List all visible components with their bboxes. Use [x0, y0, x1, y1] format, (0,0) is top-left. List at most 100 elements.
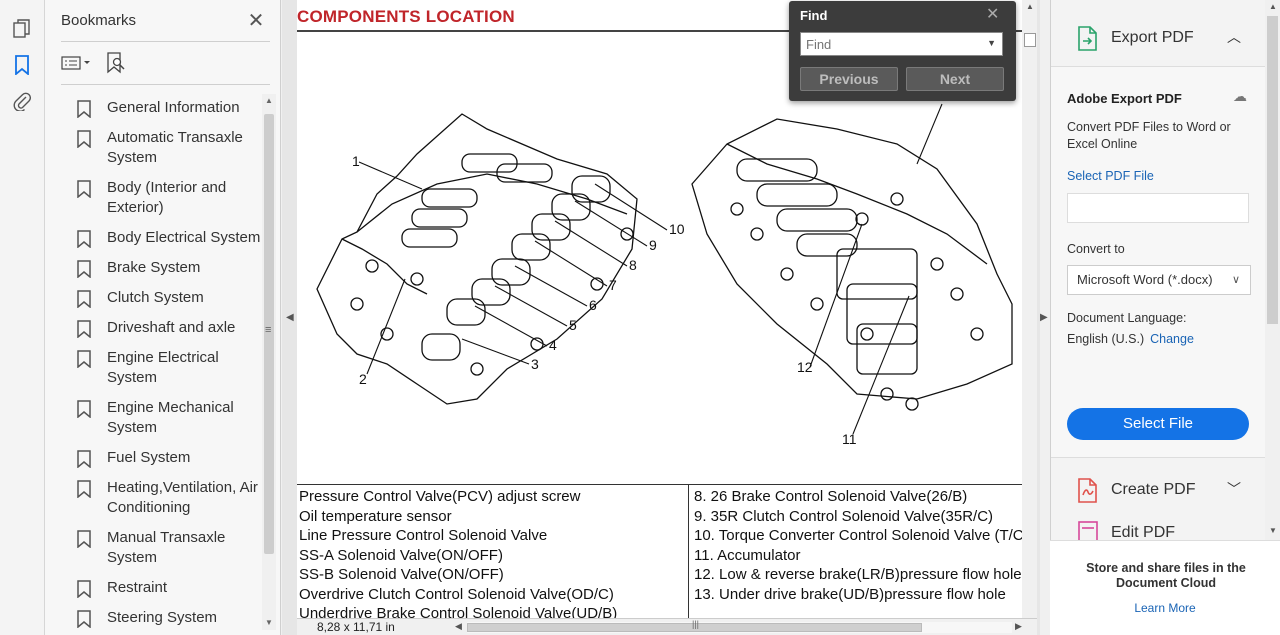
close-icon[interactable]: ✕ [986, 6, 1000, 23]
select-file-button[interactable]: Select File [1067, 408, 1249, 440]
bookmark-label: Fuel System [107, 449, 191, 466]
bookmark-item[interactable]: General Information [71, 94, 271, 124]
scroll-up-icon[interactable]: ▲ [1269, 2, 1277, 11]
find-dialog: Find ✕ ▼ Previous Next [789, 1, 1016, 101]
scroll-down-icon[interactable]: ▼ [265, 618, 273, 627]
collapse-right-icon[interactable]: ▶ [1040, 312, 1048, 323]
scroll-up-icon[interactable]: ▲ [265, 96, 273, 105]
legend-row: 13. Under drive brake(UD/B)pressure flow… [694, 585, 1006, 603]
bookmark-item[interactable]: Body (Interior and Exterior) [71, 174, 271, 224]
bookmark-icon [77, 260, 91, 278]
tool-create-pdf[interactable]: Create PDF ﹀ [1051, 466, 1266, 510]
legend-table: Pressure Control Valve(PCV) adjust screw… [297, 484, 1022, 618]
bookmark-label: Steering System [107, 609, 218, 626]
page-size-readout: 8,28 x 11,71 in [317, 620, 395, 634]
chevron-up-icon[interactable]: ︿ [1227, 29, 1241, 45]
panel-resize-grip-icon[interactable]: ≡ [265, 324, 272, 336]
select-pdf-file-link[interactable]: Select PDF File [1067, 169, 1154, 183]
find-input[interactable] [801, 33, 981, 55]
bookmark-label: Body Electrical System [107, 229, 261, 246]
bookmark-item[interactable]: Heating,Ventilation, Air Conditioning [71, 474, 271, 524]
export-pdf-panel: Adobe Export PDF ☁ Convert PDF Files to … [1051, 66, 1266, 458]
bookmark-item[interactable]: Restraint [71, 574, 271, 604]
scroll-grip-icon: ||| [692, 619, 700, 629]
scroll-up-icon[interactable]: ▲ [1026, 2, 1034, 11]
tool-edit-pdf[interactable]: Edit PDF [1051, 511, 1266, 540]
bookmark-scrollbar[interactable]: ▲ ▼ [262, 94, 276, 630]
divider [688, 485, 689, 618]
callout-label: 5 [569, 317, 577, 333]
format-select[interactable]: Microsoft Word (*.docx) ∨ [1067, 265, 1251, 295]
callout-label: 8 [629, 257, 637, 273]
bookmark-toolbar [61, 52, 127, 76]
pages-icon[interactable] [11, 18, 33, 40]
document-cloud-promo: Store and share files in the Document Cl… [1050, 540, 1280, 635]
accumulator-stack [836, 248, 918, 375]
find-bookmark-icon[interactable] [105, 52, 127, 74]
close-icon[interactable]: ✕ [247, 10, 265, 32]
scroll-thumb[interactable] [264, 114, 274, 554]
callout-label: 10 [669, 221, 685, 237]
callout-label: 12 [797, 359, 813, 375]
bookmark-item[interactable]: Brake System [71, 254, 271, 284]
horizontal-scrollbar[interactable]: ◀ ||| ▶ [455, 619, 1022, 633]
edit-pdf-label: Edit PDF [1111, 524, 1176, 540]
bookmark-label: Driveshaft and axle [107, 319, 236, 336]
bookmark-item[interactable]: Body Electrical System [71, 224, 271, 254]
bookmark-label: Clutch System [107, 289, 204, 306]
page-title: COMPONENTS LOCATION [297, 7, 515, 26]
chevron-down-icon[interactable]: ﹀ [1227, 481, 1241, 497]
solenoid-row [421, 175, 611, 361]
previous-button[interactable]: Previous [800, 67, 898, 91]
bookmark-panel-icon[interactable] [11, 54, 33, 76]
bookmark-item[interactable]: Clutch System [71, 284, 271, 314]
bookmark-icon [77, 130, 91, 148]
tools-pane: Export PDF ︿ Adobe Export PDF ☁ Convert … [1050, 0, 1266, 635]
bookmark-item[interactable]: Engine Electrical System [71, 344, 271, 394]
legend-row: SS-A Solenoid Valve(ON/OFF) [299, 546, 503, 564]
chevron-down-icon[interactable]: ▼ [987, 38, 996, 48]
pdf-file-field[interactable] [1067, 193, 1249, 223]
tools-scrollbar[interactable]: ▲ ▼ [1265, 0, 1280, 540]
bookmark-item[interactable]: Manual Transaxle System [71, 524, 271, 574]
scroll-right-icon[interactable]: ▶ [1015, 621, 1022, 631]
document-scrollbar[interactable]: ▲ [1022, 0, 1037, 618]
document-cloud-text: Store and share files in the Document Cl… [1086, 561, 1246, 590]
create-pdf-icon [1077, 478, 1099, 504]
bookmark-item[interactable]: Engine Mechanical System [71, 394, 271, 444]
edit-pdf-icon [1077, 521, 1099, 540]
attachment-icon[interactable] [11, 90, 33, 112]
bookmark-label: Manual Transaxle System [107, 529, 226, 566]
export-pdf-label: Export PDF [1111, 29, 1194, 46]
bookmark-item[interactable]: Driveshaft and axle [71, 314, 271, 344]
collapse-left-icon[interactable]: ◀ [286, 312, 294, 323]
scroll-left-icon[interactable]: ◀ [455, 621, 462, 631]
next-button[interactable]: Next [906, 67, 1004, 91]
legend-right-column: 8. 26 Brake Control Solenoid Valve(26/B)… [694, 487, 1022, 604]
callout-label: 11 [842, 431, 857, 447]
bookmark-item[interactable]: Fuel System [71, 444, 271, 474]
bookmark-item[interactable]: Steering System [71, 604, 271, 629]
legend-row: 10. Torque Converter Control Solenoid Va… [694, 527, 1022, 544]
learn-more-link[interactable]: Learn More [1134, 601, 1196, 615]
bookmark-label: Engine Electrical System [107, 349, 219, 386]
bookmark-label: General Information [107, 99, 240, 116]
document-page: COMPONENTS LOCATION [297, 0, 1022, 618]
tool-export-pdf[interactable]: Export PDF ︿ [1051, 14, 1266, 58]
find-title: Find [800, 8, 828, 23]
scroll-thumb[interactable] [467, 623, 922, 632]
bookmark-label: Heating,Ventilation, Air Conditioning [107, 479, 258, 516]
scroll-thumb[interactable] [1267, 16, 1278, 324]
scroll-down-icon[interactable]: ▼ [1269, 526, 1277, 535]
bookmark-label: Automatic Transaxle System [107, 129, 243, 166]
scroll-thumb[interactable] [1024, 33, 1036, 47]
bookmarks-title: Bookmarks [61, 12, 137, 29]
change-language-link[interactable]: Change [1150, 332, 1194, 346]
bookmark-icon [77, 350, 91, 368]
options-menu-icon[interactable] [61, 52, 91, 74]
bookmark-item[interactable]: Automatic Transaxle System [71, 124, 271, 174]
callout-label: 4 [549, 337, 557, 353]
find-field: ▼ [800, 32, 1003, 56]
divider [61, 84, 270, 85]
